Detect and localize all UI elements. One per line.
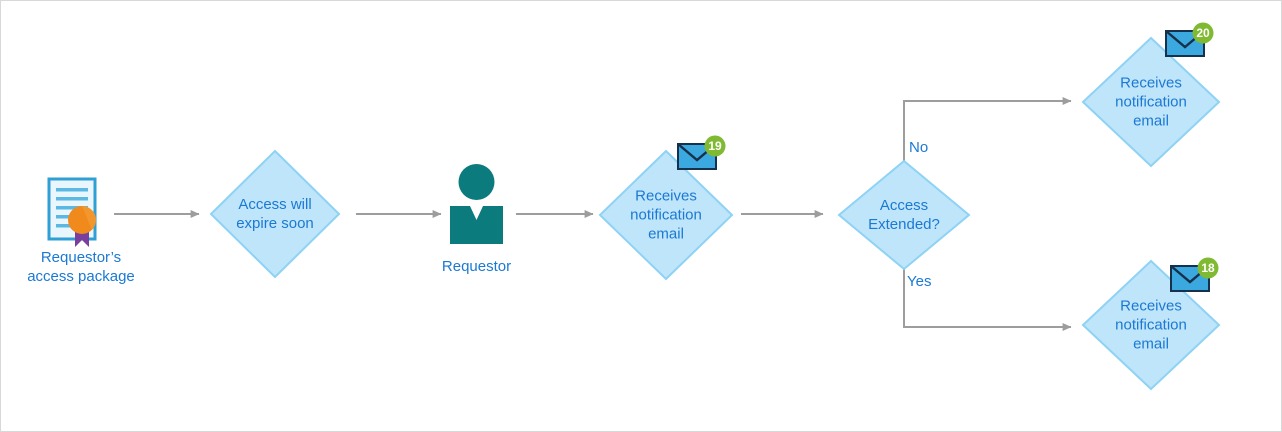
email-badge-20-count: 20 [1196, 26, 1210, 40]
node-access-will-expire-soon[interactable]: Access will expire soon [209, 149, 341, 279]
email-badge-18-count: 18 [1201, 261, 1215, 275]
badge-circle [1197, 257, 1219, 279]
node-requestor-caption: Requestor [441, 258, 512, 275]
envelope-icon [1170, 265, 1210, 292]
diamond-shape [209, 149, 341, 279]
badge-circle [704, 135, 726, 157]
branch-label-yes: Yes [907, 273, 932, 290]
diamond-shape [837, 159, 971, 271]
email-badge-19-count: 19 [708, 139, 722, 153]
diamond-shape [1081, 259, 1221, 391]
badge-circle [1192, 22, 1214, 44]
connector-no-branch [903, 97, 1072, 161]
person-icon [450, 164, 503, 244]
diamond-shape [1081, 36, 1221, 168]
email-badge-18[interactable]: 18 [1169, 257, 1223, 293]
connector-yes-branch [903, 269, 1072, 331]
branch-label-no: No [909, 139, 929, 156]
node-access-package[interactable] [41, 175, 121, 255]
seal-ribbon-icon [68, 206, 97, 247]
diamond-shape [598, 149, 734, 281]
email-badge-20[interactable]: 20 [1164, 22, 1218, 58]
email-badge-19[interactable]: 19 [676, 135, 730, 171]
node-access-package-caption: Requestor’s access package [27, 249, 135, 285]
node-access-extended[interactable]: Access Extended? [837, 159, 971, 271]
node-requestor[interactable] [444, 164, 509, 244]
